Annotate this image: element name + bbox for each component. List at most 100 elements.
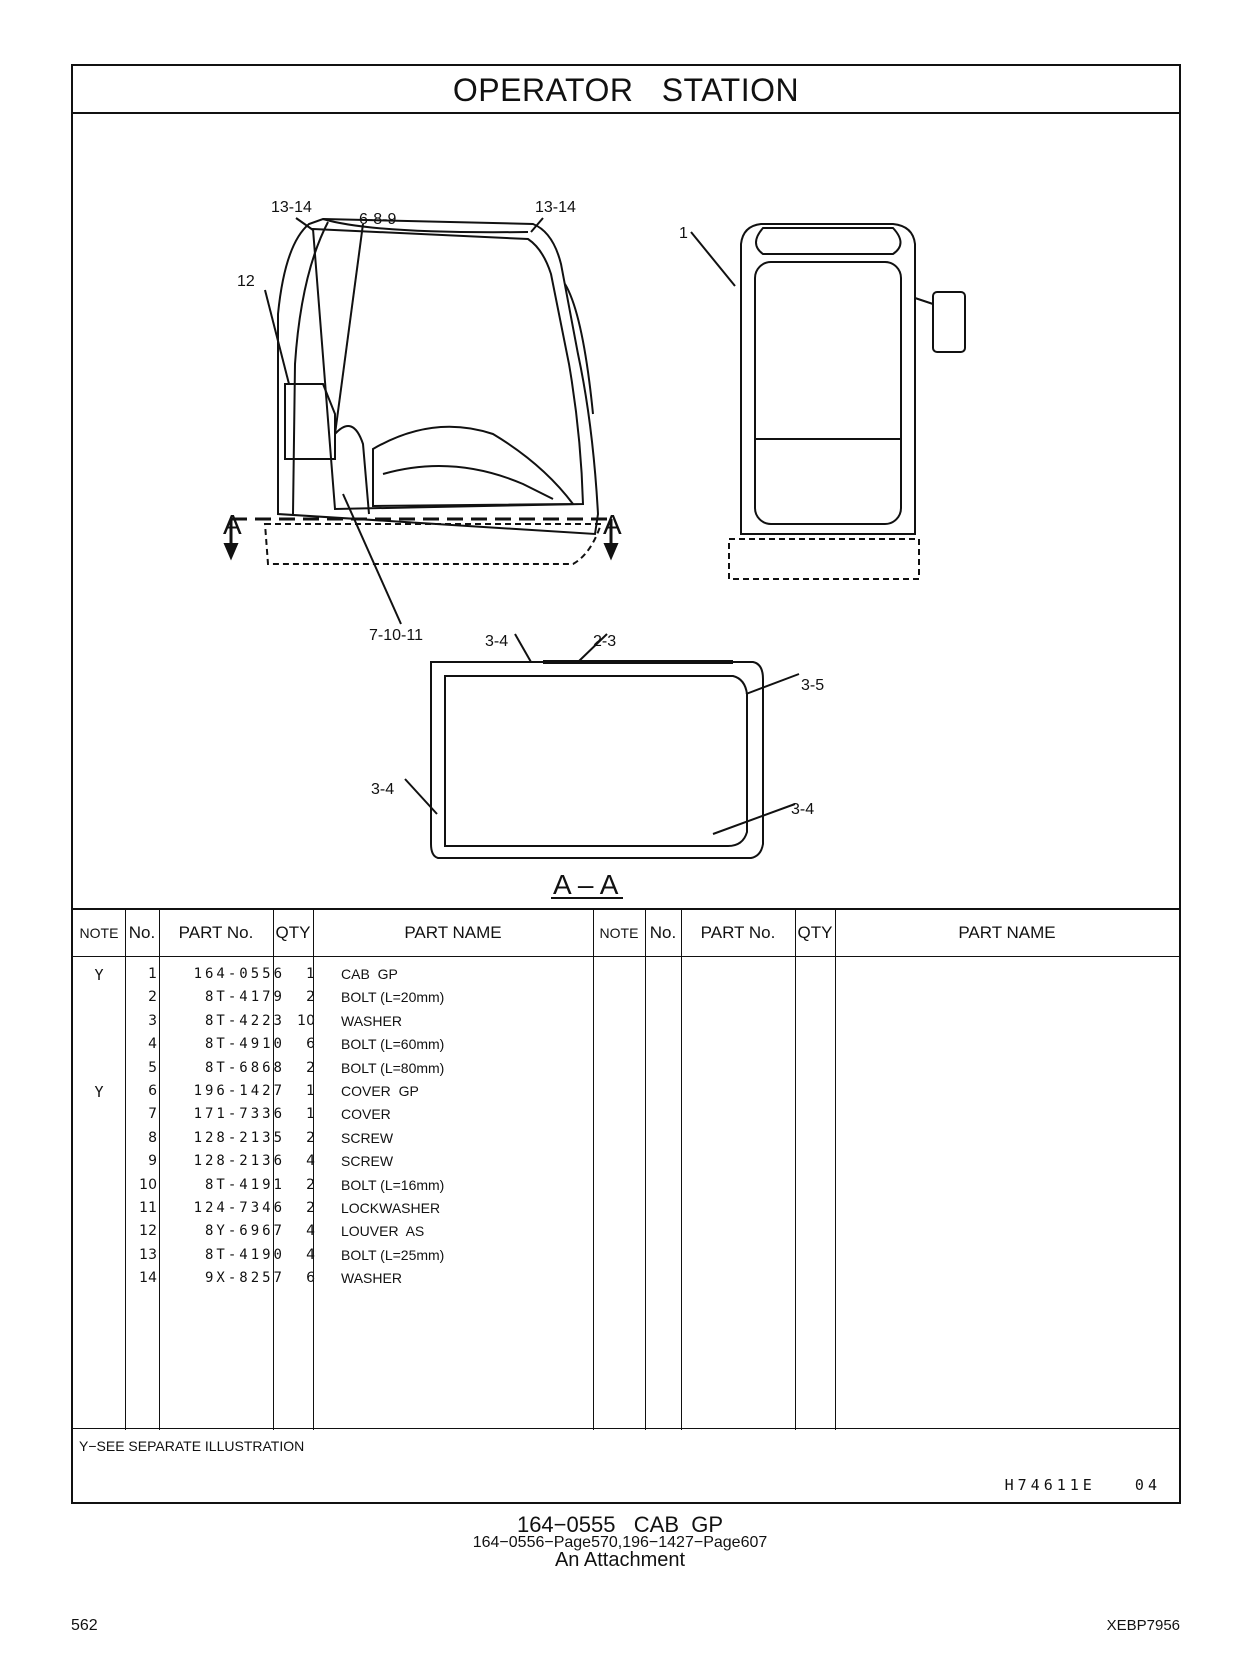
cab-rear-window (754, 261, 902, 525)
row-part-name: WASHER (341, 1270, 402, 1287)
row-quantity: 4 (306, 1153, 315, 1170)
row-part-number: 8T-4179 (204, 989, 285, 1006)
section-label-a-right: A (603, 509, 622, 540)
row-part-number: 128-2135 (193, 1129, 285, 1146)
row-number: 8 (148, 1129, 157, 1146)
cab-louver (284, 383, 336, 460)
row-part-number: 124-7346 (193, 1200, 285, 1216)
table-row: 2 8T-4179 2 BOLT (L=20mm) (73, 989, 633, 1012)
col-header-part-no: PART No. (178, 923, 254, 942)
col-header-no-right: No. (649, 923, 677, 942)
row-part-name: BOLT (L=80mm) (341, 1059, 445, 1076)
callout-3-4-right: 3-4 (791, 801, 814, 818)
col-header-note: NOTE (79, 925, 119, 941)
cab-diagram: 13-14 6-8-9 13-14 12 1 A A 7-10-11 3-4 2… (223, 199, 966, 900)
callout-13-14-right: 13-14 (535, 199, 576, 216)
row-part-name: SCREW (341, 1129, 394, 1146)
row-part-number: 8T-4910 (204, 1036, 285, 1053)
row-number: 2 (148, 989, 157, 1006)
row-quantity: 6 (306, 1036, 315, 1053)
col-header-no: No. (128, 923, 156, 942)
row-part-number: 8T-4190 (204, 1246, 285, 1263)
parts-illustration: 13-14 6-8-9 13-14 12 1 A A 7-10-11 3-4 2… (73, 114, 1179, 910)
mirror (932, 291, 966, 353)
row-part-number: 8T-4191 (204, 1176, 285, 1193)
row-part-number: 8T-6868 (204, 1059, 285, 1076)
row-quantity: 1 (306, 966, 315, 982)
cab-console (372, 425, 575, 508)
cab-console-stripe (382, 465, 554, 500)
row-part-number: 171-7336 (193, 1106, 285, 1123)
row-quantity: 2 (306, 1059, 315, 1076)
row-quantity: 2 (306, 1200, 315, 1216)
col-header-note-right: NOTE (599, 925, 639, 941)
table-row: 3 8T-4223 10 WASHER (73, 1013, 633, 1036)
row-part-name: LOCKWASHER (341, 1200, 441, 1216)
row-part-number: 9X-8257 (204, 1270, 285, 1287)
row-quantity: 2 (306, 989, 315, 1006)
caption-references: 164−0556−Page570,196−1427−Page607 (472, 1534, 768, 1551)
row-note: Y (94, 966, 104, 984)
row-note: Y (94, 1083, 104, 1101)
callout-3-4-top: 3-4 (485, 633, 508, 650)
row-quantity: 1 (306, 1106, 315, 1123)
row-quantity: 10 (297, 1012, 315, 1029)
page-frame: OPERATOR STATION (71, 64, 1181, 1504)
row-quantity: 1 (306, 1083, 315, 1099)
row-number: 14 (139, 1270, 157, 1287)
row-number: 6 (148, 1083, 157, 1099)
page-number: 562 (71, 1617, 98, 1634)
table-row: 8 128-2135 2 SCREW (73, 1130, 633, 1153)
row-quantity: 4 (306, 1223, 315, 1240)
cab-rear-base (728, 538, 920, 580)
cab-seat-panel (334, 425, 370, 515)
cab-roof-hatch (755, 227, 902, 255)
page-title: OPERATOR STATION (73, 66, 1179, 114)
cab-door-edge (292, 221, 329, 515)
row-quantity: 2 (306, 1129, 315, 1146)
row-part-name: COVER (341, 1106, 391, 1123)
parts-table: NOTE No. PART No. QTY PART NAME NOTE No.… (73, 908, 1179, 1430)
col-header-part-no-right: PART No. (700, 923, 776, 942)
row-number: 4 (148, 1036, 157, 1053)
row-number: 3 (148, 1012, 157, 1029)
section-view-label: A – A (553, 869, 619, 900)
document-id: XEBP7956 (1106, 1617, 1180, 1634)
callout-1: 1 (679, 225, 688, 242)
row-part-name: LOUVER AS (341, 1223, 425, 1240)
row-number: 5 (148, 1059, 157, 1076)
table-row: 5 8T-6868 2 BOLT (L=80mm) (73, 1060, 633, 1083)
caption-attachment: An Attachment (554, 1549, 686, 1571)
row-part-name: CAB GP (341, 966, 398, 982)
cab-rear-outline (740, 223, 916, 535)
cab-base (263, 523, 603, 565)
callout-3-5: 3-5 (801, 677, 824, 694)
row-number: 1 (148, 966, 157, 982)
row-part-name: BOLT (L=16mm) (341, 1176, 445, 1193)
row-number: 12 (139, 1223, 157, 1240)
row-part-name: BOLT (L=20mm) (341, 989, 445, 1006)
footnote: Y−SEE SEPARATE ILLUSTRATION (79, 1438, 305, 1454)
cab-rear-panel (564, 283, 594, 415)
col-header-qty-right: QTY (797, 923, 833, 942)
row-number: 9 (148, 1153, 157, 1170)
cab-side-outline (277, 217, 600, 536)
row-part-name: SCREW (341, 1153, 394, 1170)
section-outline (430, 661, 764, 859)
row-number: 10 (139, 1176, 157, 1193)
section-inner (444, 675, 748, 847)
col-header-part-name-right: PART NAME (958, 923, 1056, 942)
row-part-name: WASHER (341, 1012, 402, 1029)
callout-6-8-9: 6-8-9 (359, 211, 396, 228)
callout-3-4-left: 3-4 (371, 781, 394, 798)
cab-roof-rail (322, 218, 529, 234)
row-part-number: 8T-4223 (204, 1012, 285, 1029)
cab-side-window (311, 227, 585, 511)
callout-12: 12 (237, 273, 255, 290)
